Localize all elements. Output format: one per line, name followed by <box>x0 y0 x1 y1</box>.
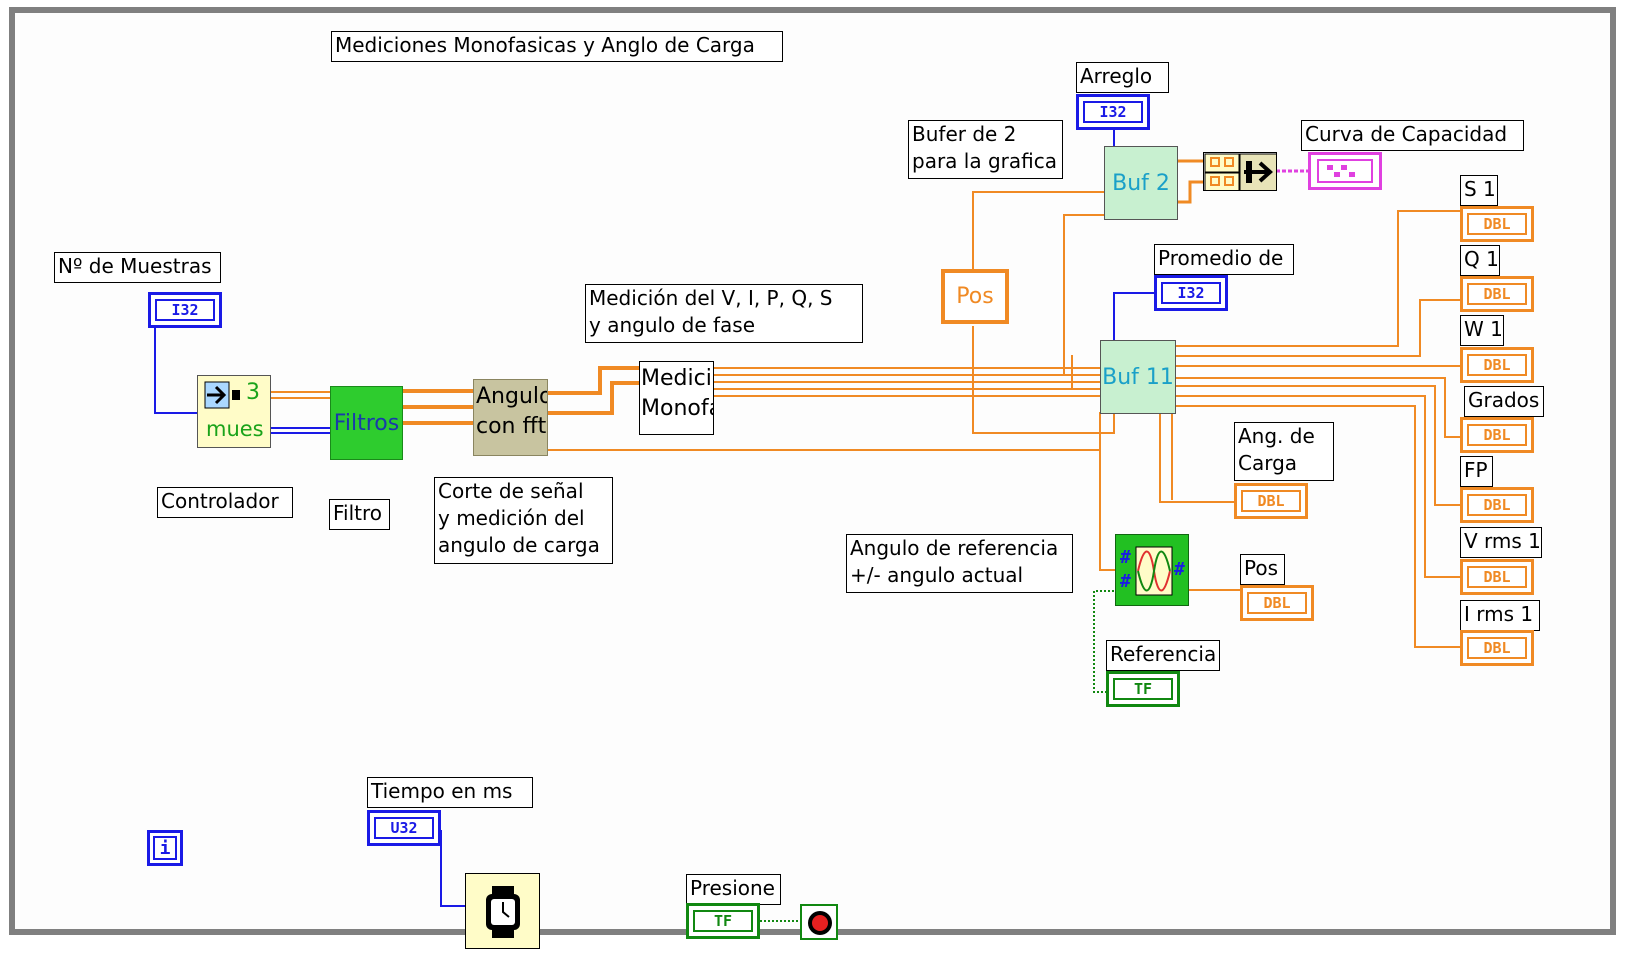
referencia-waveform-subvi[interactable]: # # # <box>1115 534 1189 606</box>
terminal-pos[interactable]: DBL <box>1240 585 1314 621</box>
terminal-presione[interactable]: TF <box>686 903 760 939</box>
label-promedio: Promedio de <box>1154 244 1294 275</box>
label-bufer: Bufer de 2 para la grafica <box>908 120 1063 179</box>
label-fp: FP <box>1460 456 1493 487</box>
wire-buf11-q1 <box>1176 299 1465 357</box>
filtros-label: Filtros <box>333 410 400 436</box>
label-tiempo: Tiempo en ms <box>367 777 533 808</box>
wire-ang-med-2 <box>547 381 640 415</box>
wire-buf11-vrms <box>1176 395 1465 578</box>
terminal-tiempo[interactable]: U32 <box>367 810 441 846</box>
terminal-promedio[interactable]: I32 <box>1154 275 1228 311</box>
medicion-node-label: Medicio Monofa <box>641 366 714 421</box>
wire-med-buf2 <box>1063 214 1104 375</box>
wire-tiempo <box>440 830 465 907</box>
wire-ang-buf11 <box>547 412 1101 451</box>
iteration-label: i <box>153 836 177 860</box>
terminal-w1[interactable]: DBL <box>1460 347 1534 383</box>
xy-graph-icon <box>1317 159 1373 183</box>
label-presione: Presione <box>686 874 781 905</box>
svg-text:#: # <box>1120 547 1131 568</box>
filtros-subvi[interactable]: Filtros <box>330 386 403 460</box>
iteration-terminal: i <box>147 830 183 866</box>
wire-buf11-s1 <box>1176 210 1465 347</box>
label-irms: I rms 1 <box>1460 600 1540 631</box>
stop-condition[interactable] <box>800 904 838 940</box>
wire-buf11-fp <box>1176 385 1465 506</box>
medicion-monofasica-subvi[interactable]: Medicio Monofa <box>639 361 714 435</box>
buf2-label: Buf 2 <box>1112 170 1170 196</box>
wire-buf2-build-2 <box>1175 180 1203 204</box>
bundle-icon <box>1204 153 1276 190</box>
wire-ang-med-1 <box>547 366 640 395</box>
pos-node-label: Pos <box>956 284 994 309</box>
label-referencia: Referencia <box>1106 640 1220 671</box>
label-muestras: Nº de Muestras <box>54 252 221 283</box>
controller-text: mues <box>206 417 264 441</box>
svg-text:#: # <box>1120 571 1131 592</box>
wire-buf11-ang <box>1159 412 1240 503</box>
terminal-s1[interactable]: DBL <box>1460 206 1534 242</box>
label-corte: Corte de señal y medición del angulo de … <box>434 477 613 564</box>
wait-ms-node[interactable] <box>465 873 540 949</box>
wire-buf11-grados <box>1176 377 1465 438</box>
label-w1: W 1 <box>1460 315 1504 346</box>
label-filtro: Filtro <box>329 499 390 530</box>
label-grados: Grados <box>1464 386 1544 417</box>
label-s1: S 1 <box>1460 175 1498 206</box>
terminal-muestras[interactable]: I32 <box>148 292 222 328</box>
acquire-icon <box>204 381 240 409</box>
build-cluster-node[interactable] <box>1203 152 1277 191</box>
label-q1: Q 1 <box>1460 245 1500 276</box>
pos-node[interactable]: Pos <box>941 269 1009 324</box>
label-vrms: V rms 1 <box>1460 527 1542 558</box>
wire-buf11-irms <box>1176 405 1465 648</box>
buf11-subvi[interactable]: Buf 11 <box>1100 340 1176 414</box>
wire-promedio <box>1113 292 1163 345</box>
terminal-vrms[interactable]: DBL <box>1460 559 1534 595</box>
wire-muestras <box>154 313 197 414</box>
waveform-icon: # # # <box>1120 546 1185 596</box>
stop-icon <box>808 911 832 935</box>
controller-subvi[interactable]: 3 mues <box>197 375 271 448</box>
terminal-q1[interactable]: DBL <box>1460 276 1534 312</box>
wire-referencia <box>1093 590 1118 693</box>
label-medicion: Medición del V, I, P, Q, S y angulo de f… <box>585 284 863 343</box>
terminal-referencia[interactable]: TF <box>1106 671 1180 707</box>
diagram-title: Mediciones Monofasicas y Anglo de Carga <box>331 31 783 62</box>
controller-num: 3 <box>246 380 260 405</box>
label-curva: Curva de Capacidad <box>1301 120 1524 151</box>
clock-icon <box>486 886 520 938</box>
angulo-label: Angulo con fft <box>476 384 548 439</box>
terminal-irms[interactable]: DBL <box>1460 630 1534 666</box>
curva-graph-terminal[interactable] <box>1308 152 1382 190</box>
buf2-subvi[interactable]: Buf 2 <box>1104 146 1178 220</box>
label-controlador: Controlador <box>157 487 293 518</box>
angulo-fft-subvi[interactable]: Angulo con fft <box>473 379 548 456</box>
svg-text:#: # <box>1174 559 1185 580</box>
buf11-label: Buf 11 <box>1102 364 1174 390</box>
label-angulo-ref: Angulo de referencia +/- angulo actual <box>846 534 1073 593</box>
terminal-grados[interactable]: DBL <box>1460 417 1534 453</box>
wire-func-in <box>1099 450 1115 571</box>
wire-pos-buf2 <box>972 191 1104 298</box>
label-pos: Pos <box>1240 554 1285 585</box>
terminal-fp[interactable]: DBL <box>1460 487 1534 523</box>
label-arreglo: Arreglo <box>1076 62 1169 93</box>
wire-pos-loop <box>972 326 1115 434</box>
terminal-arreglo[interactable]: I32 <box>1076 94 1150 130</box>
terminal-ang-carga[interactable]: DBL <box>1234 483 1308 519</box>
label-ang-carga: Ang. de Carga <box>1234 422 1334 481</box>
